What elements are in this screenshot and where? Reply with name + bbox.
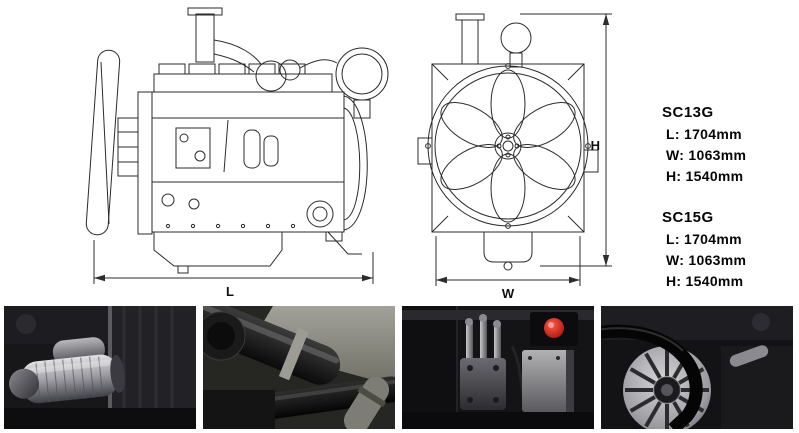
alternator-image	[601, 306, 793, 429]
fuel-system-image	[402, 306, 594, 429]
spec-row-length: L: 1704mm	[666, 126, 742, 142]
spec-row-width: W: 1063mm	[666, 147, 747, 163]
photo-strip	[4, 306, 795, 429]
engine-side-view-drawing: L	[28, 0, 428, 300]
photo-fuel-system	[402, 306, 594, 429]
dimension-label-l: L	[226, 284, 234, 299]
spec-model-name: SC15G	[662, 209, 714, 226]
exhaust-pipes-image	[203, 306, 395, 429]
photo-exhaust-pipes	[203, 306, 395, 429]
spec-row-length: L: 1704mm	[666, 231, 742, 247]
spec-text-column: SC13G L: 1704mm W: 1063mm H: 1540mm SC15…	[662, 104, 746, 314]
side-view-linework	[85, 7, 389, 274]
spec-row-width: W: 1063mm	[666, 252, 747, 268]
dimension-label-h: H	[591, 138, 600, 153]
dimension-height	[520, 13, 612, 267]
front-view-linework	[417, 13, 599, 271]
photo-alternator	[601, 306, 793, 429]
spec-block-sc13g: SC13G L: 1704mm W: 1063mm H: 1540mm	[662, 104, 746, 187]
diagram-area: L	[28, 0, 746, 301]
spec-block-sc15g: SC15G L: 1704mm W: 1063mm H: 1540mm	[662, 209, 746, 292]
spec-model-name: SC13G	[662, 104, 714, 121]
side-view-svg: L	[85, 7, 389, 299]
spec-row-height: H: 1540mm	[666, 273, 744, 289]
dimension-label-w: W	[502, 286, 515, 300]
engine-front-view-drawing: W H	[400, 0, 630, 301]
photo-starter-motor	[4, 306, 196, 429]
dimension-width	[435, 236, 581, 286]
front-view-svg: W H	[417, 13, 612, 301]
dimension-length	[93, 240, 374, 284]
spec-row-height: H: 1540mm	[666, 168, 744, 184]
starter-motor-image	[4, 306, 196, 429]
